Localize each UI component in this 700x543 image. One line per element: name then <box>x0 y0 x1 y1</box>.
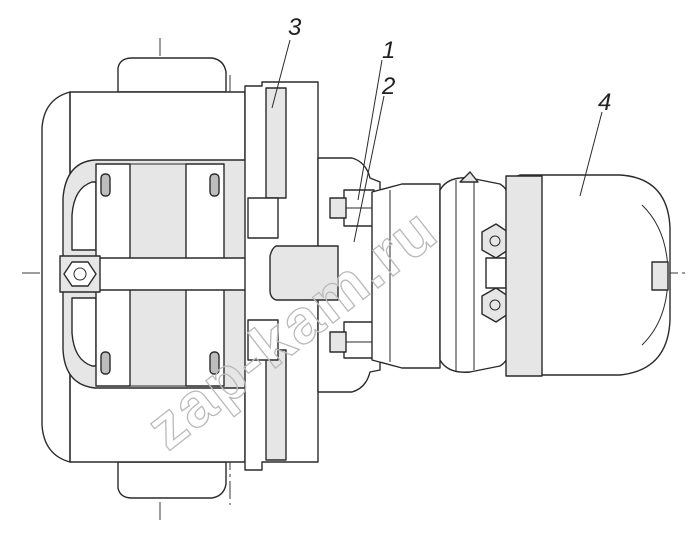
clamp-ring-lug <box>459 171 479 183</box>
clamp-bolt-bottom-icon <box>481 287 509 323</box>
leader-2 <box>353 95 385 243</box>
leader-4 <box>579 111 603 197</box>
piston-cap-bottom <box>71 297 97 367</box>
leader-1 <box>357 59 383 201</box>
bolt-head-top-icon <box>329 197 347 219</box>
bottom-bracket <box>117 461 227 499</box>
callout-3: 3 <box>288 14 302 41</box>
callout-4: 4 <box>598 89 611 116</box>
pad-slot-1 <box>100 173 111 197</box>
leader-lines <box>271 39 603 243</box>
pad-slot-2 <box>100 351 111 375</box>
side-plate-step-bottom <box>247 319 279 361</box>
spring-chamber <box>507 174 671 376</box>
side-plate-rib-top <box>265 87 287 199</box>
top-bracket <box>117 57 227 93</box>
clamp-bolt-top-hole <box>489 235 501 247</box>
chamber-band <box>505 175 543 377</box>
pushrod-boss <box>269 245 339 301</box>
side-plate-step-top <box>247 197 279 239</box>
clamp-bolt-top-icon <box>481 223 509 259</box>
leader-3 <box>271 39 291 109</box>
hex-nut-bore <box>73 267 87 281</box>
clamp-bolts <box>481 223 509 323</box>
clamp-bolt-bottom-hole <box>489 299 501 311</box>
hex-nut-icon <box>63 261 97 287</box>
piston-cap-top <box>71 181 97 251</box>
chamber-end-plug-icon <box>651 261 669 291</box>
callout-2: 2 <box>381 73 395 100</box>
chamber-neck <box>371 183 441 369</box>
pad-slot-4 <box>209 351 220 375</box>
pad-slot-3 <box>209 173 220 197</box>
callout-1: 1 <box>382 37 395 64</box>
clamp-bolt-shank <box>485 257 507 289</box>
